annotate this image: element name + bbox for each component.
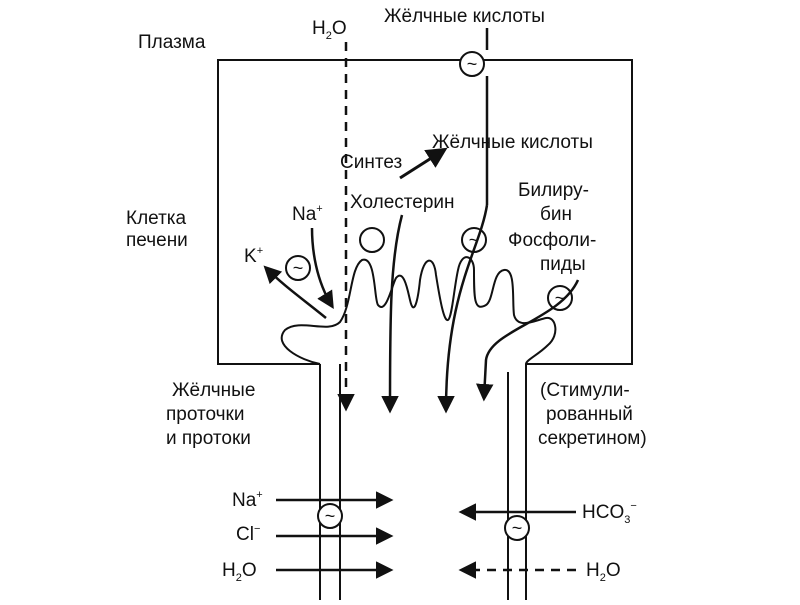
bile-duct-right [507,364,527,600]
canaliculus-membrane [280,256,557,365]
label-secretin-2: рованный [546,404,633,425]
liver-cell-outline [217,59,633,365]
transporter-duct-left: ~ [317,503,343,529]
label-h2o-left: H2O [222,560,257,584]
transporter-na-k: ~ [285,255,311,281]
label-phospholipids-2: пиды [540,254,586,275]
label-ducts-2: проточки [166,404,244,425]
label-liver-cell-1: Клетка [126,208,187,229]
svg-text:~: ~ [325,506,336,526]
arrow-cholesterol [381,214,404,414]
svg-text:~: ~ [467,54,478,74]
bile-duct-left [319,364,341,600]
label-bile-acids-mid: Жёлчные кислоты [432,132,593,153]
svg-text:~: ~ [512,518,523,538]
arrow-k-out [263,265,327,319]
label-phospholipids-1: Фосфоли- [508,230,596,251]
label-secretin-1: (Стимули- [540,380,630,401]
label-hco3: HCO3− [582,500,637,526]
label-bilirubin-1: Билиру- [518,180,589,201]
label-ducts-3: и протоки [166,428,251,449]
transporter-cholesterol [359,227,385,253]
label-na-top: Na+ [292,203,323,225]
label-secretin-3: секретином) [538,428,647,449]
label-ducts-1: Жёлчные [172,380,255,401]
svg-text:~: ~ [555,288,566,308]
arrow-bile-acids-secretion [437,204,489,414]
transporter-phospholipids: ~ [547,285,573,311]
label-cholesterol: Холестерин [350,192,455,213]
label-cl-bottom: Cl− [236,523,260,545]
label-plasma: Плазма [138,32,206,53]
arrow-phospholipids [475,279,580,402]
transporter-bile-acids-top: ~ [459,51,485,77]
label-bile-acids-top: Жёлчные кислоты [384,6,545,27]
svg-text:~: ~ [293,258,304,278]
label-synthesis: Синтез [340,152,402,173]
arrow-synthesis [399,147,448,180]
label-na-bottom: Na+ [232,489,263,511]
label-h2o-top: H2O [312,18,347,42]
label-k-top: K+ [244,245,263,267]
label-liver-cell-2: печени [126,230,188,251]
transporter-duct-right: ~ [504,515,530,541]
svg-text:~: ~ [469,230,480,250]
arrow-na-in [310,227,334,309]
label-h2o-right: H2O [586,560,621,584]
label-bilirubin-2: бин [540,204,572,225]
